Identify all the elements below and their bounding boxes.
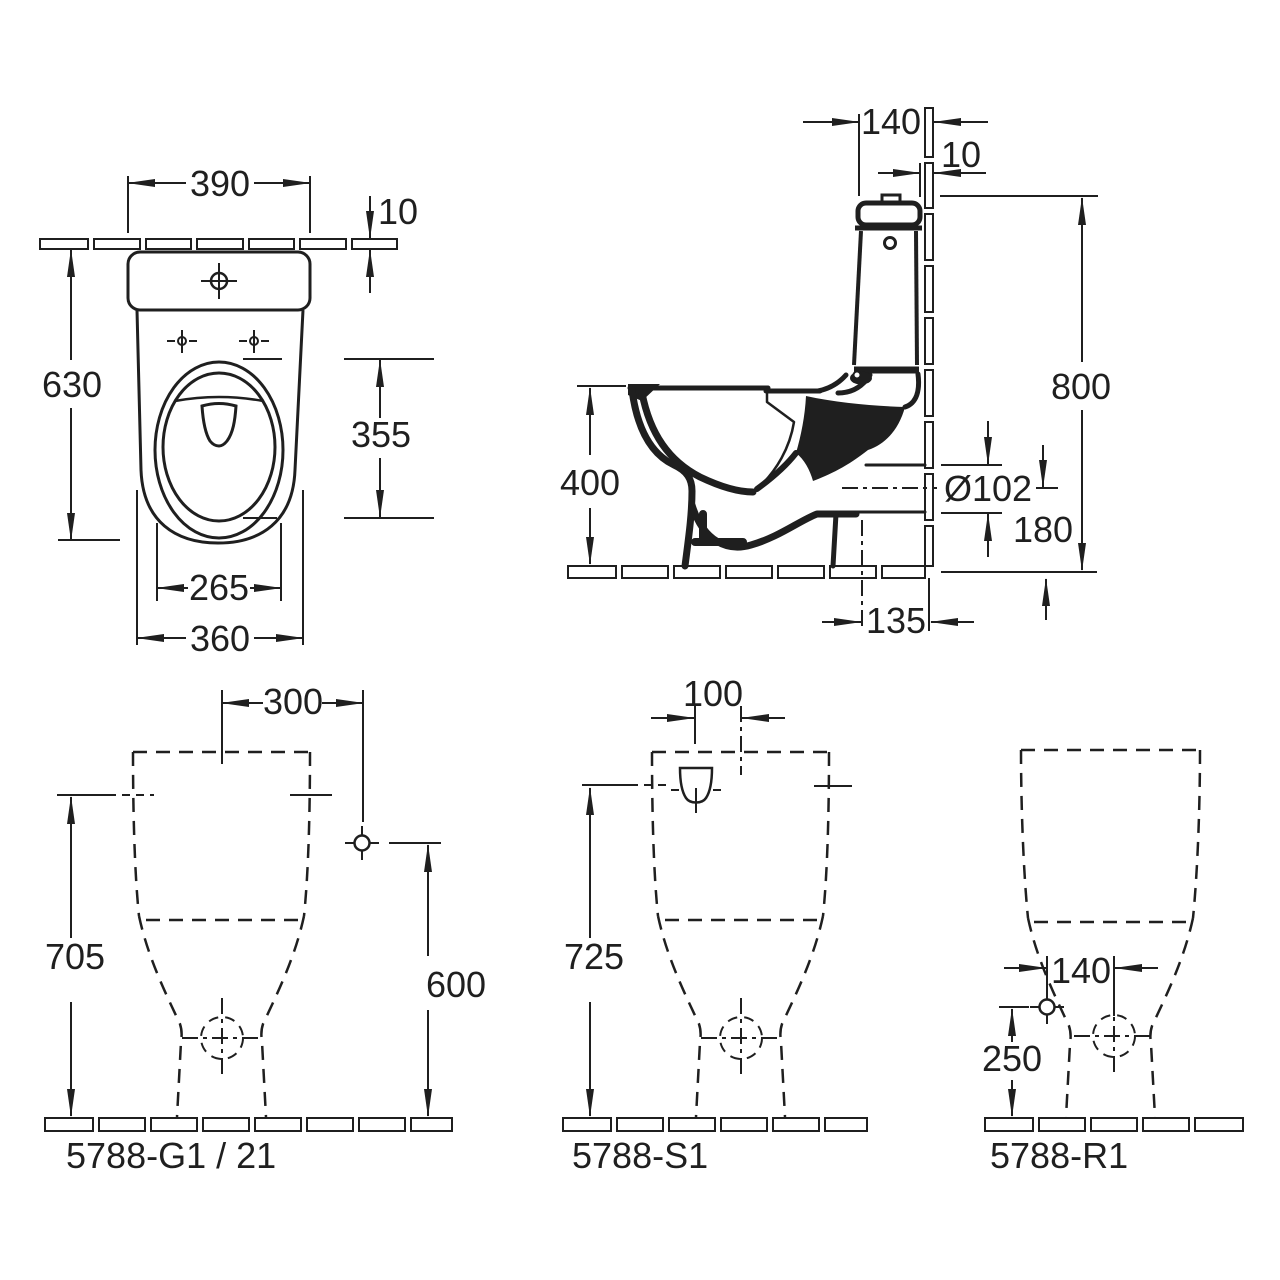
bowl-section-profile <box>627 370 927 570</box>
dimension-390: 390 <box>127 163 311 233</box>
dimension-800: 800 <box>1051 197 1111 571</box>
trap-hole-outline <box>200 402 238 448</box>
dimension-600: 600 <box>389 842 486 1117</box>
dim-360-label: 360 <box>190 618 250 659</box>
dimension-400: 400 <box>560 385 626 565</box>
bowl-back-shelf-line <box>174 395 264 403</box>
dim-400-label: 400 <box>560 462 620 503</box>
dimension-355: 355 <box>243 358 434 519</box>
dimension-360: 360 <box>136 490 304 659</box>
dim-705-label: 705 <box>45 936 105 977</box>
seat-outer-ring <box>153 360 285 540</box>
cistern-profile <box>852 193 923 374</box>
dim-10-label: 10 <box>378 191 418 232</box>
dim-140-rear-label: 140 <box>1051 950 1111 991</box>
dimension-630: 630 <box>42 249 120 541</box>
dim-265-label: 265 <box>189 567 249 608</box>
model-label-g1: 5788-G1 / 21 <box>66 1135 276 1176</box>
cistern-top-outline <box>126 250 312 312</box>
dimension-100: 100 <box>651 673 785 744</box>
wall-tiles-icon <box>924 107 934 567</box>
dashed-outline <box>131 750 312 1118</box>
dimension-10-tile: 10 <box>366 191 418 293</box>
dim-100-label: 100 <box>683 673 743 714</box>
side-section-view: 140 10 800 400 Ø102 <box>560 101 1111 641</box>
dim-630-label: 630 <box>42 364 102 405</box>
dim-140-label: 140 <box>861 101 921 142</box>
water-inlet-icon <box>671 766 721 813</box>
model-label-s1: 5788-S1 <box>572 1135 708 1176</box>
dashed-outline <box>650 750 831 1118</box>
dimension-265: 265 <box>156 523 282 608</box>
rear-view-g1: 300 705 600 5788-G1 / 21 <box>44 681 486 1176</box>
floor-tiles-icon <box>567 565 926 579</box>
flush-button-crosshair-icon <box>201 263 237 299</box>
dim-600-label: 600 <box>426 964 486 1005</box>
dimension-135: 135 <box>822 600 974 641</box>
bowl-opening-ring <box>161 371 277 523</box>
rear-view-s1: 100 725 5788-S1 <box>562 673 868 1176</box>
water-supply-point-icon <box>1030 990 1064 1024</box>
dim-250-label: 250 <box>982 1038 1042 1079</box>
dashed-outline <box>1019 748 1202 1118</box>
hinge-hole-mark-icon <box>167 330 197 353</box>
dimension-10-gap: 10 <box>878 134 986 197</box>
floor-tiles-icon <box>44 1117 453 1132</box>
dim-390-label: 390 <box>190 163 250 204</box>
floor-tiles-icon <box>984 1117 1244 1132</box>
dimension-705: 705 <box>45 794 116 1117</box>
dim-180-label: 180 <box>1013 509 1073 550</box>
dim-800-label: 800 <box>1051 366 1111 407</box>
hinge-hole-mark-icon <box>239 330 269 353</box>
floor-fixing-mark-icon <box>182 998 262 1078</box>
model-label-r1: 5788-R1 <box>990 1135 1128 1176</box>
dim-355-label: 355 <box>351 414 411 455</box>
floor-fixing-mark-icon <box>701 998 781 1078</box>
seat-hinge-pin-icon <box>852 370 862 380</box>
flush-button-icon <box>883 236 897 250</box>
dimension-outlet-diameter: Ø102 <box>941 421 1032 557</box>
dimension-140-side: 140 <box>803 101 988 196</box>
dim-300-label: 300 <box>263 681 323 722</box>
dim-10-gap-label: 10 <box>941 134 981 175</box>
bowl-outer-outline <box>135 309 305 545</box>
floor-tiles-icon <box>562 1117 868 1132</box>
dimension-300: 300 <box>221 681 364 822</box>
dim-135-label: 135 <box>866 600 926 641</box>
dimension-140-rear: 140 <box>1004 950 1158 1016</box>
dimension-725: 725 <box>564 784 638 1117</box>
dim-outlet-diameter-label: Ø102 <box>944 468 1032 509</box>
inlet-ref-ticks <box>644 784 852 787</box>
dimension-250: 250 <box>982 1006 1042 1117</box>
dim-725-label: 725 <box>564 936 624 977</box>
dimension-180: 180 <box>1013 445 1073 620</box>
water-supply-point-icon <box>345 826 379 860</box>
wall-tiles-icon <box>39 238 398 250</box>
top-plan-view: 390 10 630 355 <box>39 163 434 659</box>
rear-view-r1: 140 250 5788-R1 <box>982 748 1244 1176</box>
